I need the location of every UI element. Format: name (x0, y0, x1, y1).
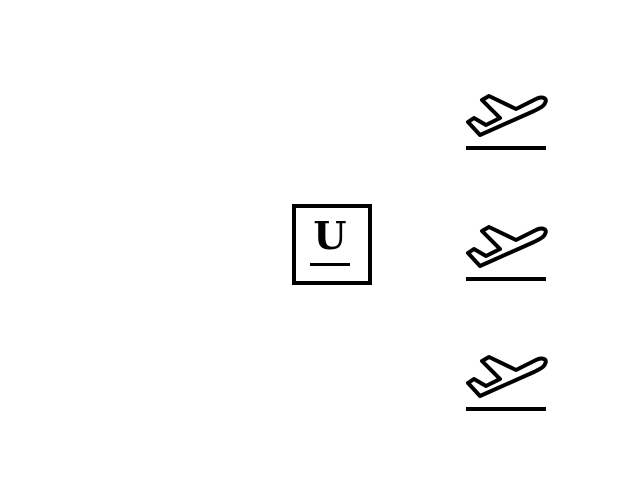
underline-icon: U (313, 213, 347, 258)
departure-button-2[interactable] (460, 215, 552, 285)
airplane-departure-icon (466, 225, 548, 281)
departure-button-3[interactable] (460, 345, 552, 415)
underline-button[interactable]: U (290, 202, 372, 285)
departure-button-1[interactable] (460, 84, 552, 154)
airplane-departure-icon (466, 355, 548, 411)
underline-icon-bar (310, 263, 350, 266)
airplane-departure-icon (466, 94, 548, 150)
underline-button-frame (292, 204, 372, 285)
